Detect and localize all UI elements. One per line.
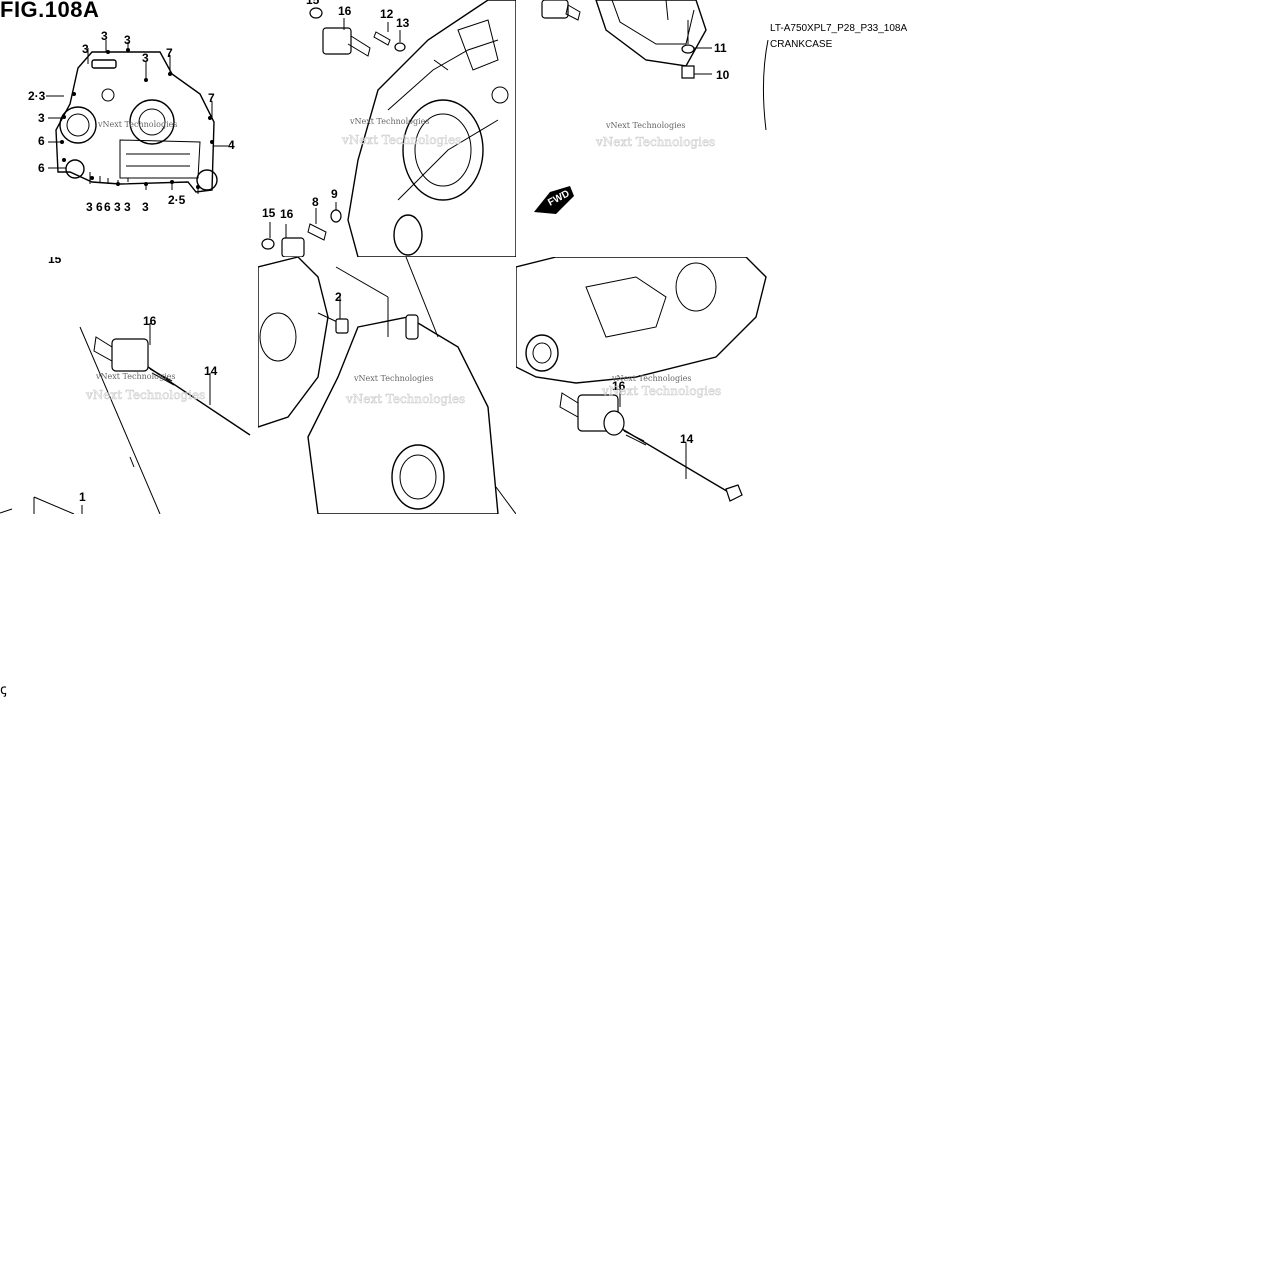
callout: 3 — [124, 33, 131, 47]
watermark: vNext Technologies — [97, 120, 177, 129]
callout: 9 — [331, 187, 338, 201]
top-center-diagram: 15 16 12 13 15 16 8 9 vNext Technologies… — [258, 0, 516, 257]
callout: 3 — [82, 42, 89, 56]
watermark-ghost: vNext Technologies — [601, 384, 721, 398]
callout: 7 — [208, 91, 215, 105]
watermark-ghost: vNext Technologies — [595, 135, 715, 149]
callout: 2·5 — [168, 193, 186, 207]
watermark: vNext Technologies — [95, 372, 175, 381]
callout: 16 — [338, 4, 352, 18]
callout: 3 — [101, 29, 108, 43]
corner-mark: ꞔ — [0, 682, 7, 698]
callout: 15 — [262, 206, 276, 220]
callout: 4 — [228, 138, 235, 152]
callout: 15 — [48, 257, 62, 266]
watermark-ghost: vNext Technologies — [85, 388, 205, 402]
callout: 14 — [204, 364, 218, 378]
callout: 14 — [680, 432, 694, 446]
callout: 7 — [166, 46, 173, 60]
callout: 2·3 — [28, 89, 46, 103]
callout: 3 — [86, 200, 93, 214]
callout: 3 — [124, 200, 131, 214]
callout: 3 — [38, 111, 45, 125]
callout: 3 — [142, 51, 149, 65]
callout: 10 — [716, 68, 730, 82]
callout: 6 — [104, 200, 111, 214]
watermark: vNext Technologies — [349, 117, 429, 126]
callout: 16 — [280, 207, 294, 221]
callout: 11 — [714, 41, 727, 55]
callout: 2 — [335, 290, 342, 304]
figure-name: CRANKCASE — [770, 39, 833, 50]
callout: 16 — [143, 314, 157, 328]
mid-center-diagram: 2 vNext Technologies vNext Technologies — [258, 257, 516, 514]
overview-diagram: 3 3 3 3 7 2·3 7 3 4 6 6 3 6 6 3 3 3 2·5 … — [0, 22, 258, 242]
figure-title: FIG.108A — [0, 0, 100, 22]
callout: 1 — [79, 490, 86, 504]
watermark: vNext Technologies — [605, 121, 685, 130]
watermark-ghost: vNext Technologies — [341, 133, 461, 147]
callout: 3 — [142, 200, 149, 214]
callout: 13 — [396, 16, 410, 30]
callout: 6 — [38, 134, 45, 148]
mid-right-diagram: 16 14 vNext Technologies vNext Technolog… — [516, 257, 770, 514]
callout: 16 — [612, 379, 626, 393]
mid-left-diagram: 15 16 14 1 vNext Technologies vNext Tech… — [0, 257, 258, 514]
figure-code: LT-A750XPL7_P28_P33_108A — [770, 23, 908, 34]
watermark: vNext Technologies — [353, 374, 433, 383]
callout: 12 — [380, 7, 394, 21]
callout: 6 — [96, 200, 103, 214]
callout: 15 — [306, 0, 320, 7]
watermark-ghost: vNext Technologies — [345, 392, 465, 406]
callout: 6 — [38, 161, 45, 175]
watermark: vNext Technologies — [611, 374, 691, 383]
fwd-arrow-icon: FWD — [534, 186, 574, 214]
callout: 8 — [312, 195, 319, 209]
top-right-diagram: 11 10 vNext Technologies vNext Technolog… — [516, 0, 770, 257]
callout: 3 — [114, 200, 121, 214]
